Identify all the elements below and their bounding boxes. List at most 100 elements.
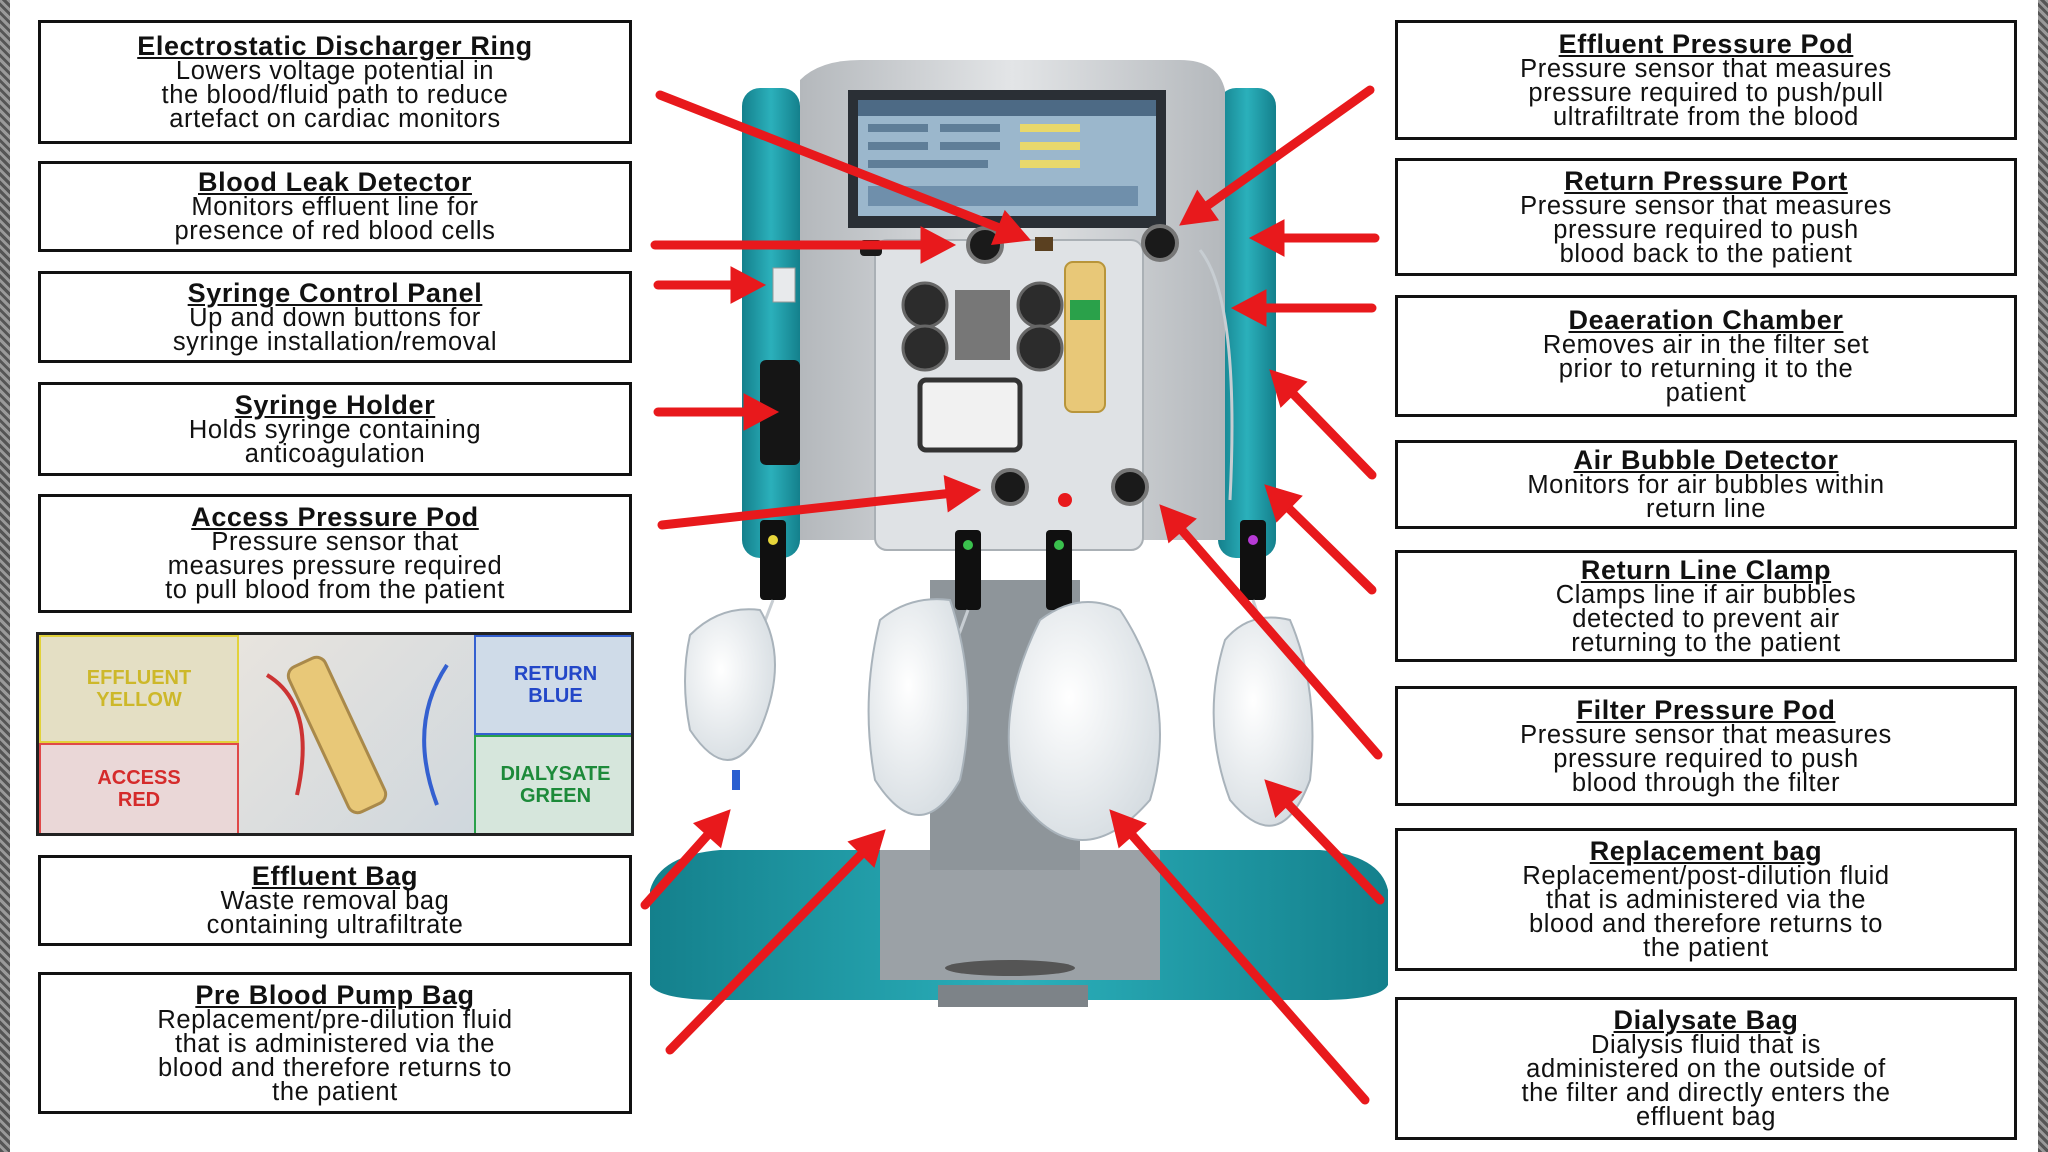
label-title: Syringe Holder — [234, 389, 436, 420]
filter-cartridge — [1064, 261, 1106, 413]
label-description-line: to pull blood from the patient — [165, 576, 505, 604]
right-border-strip — [2038, 0, 2048, 1152]
bag-port-effluent — [732, 770, 740, 790]
label-title: Return Line Clamp — [1580, 554, 1832, 585]
label-description-line: returning to the patient — [1571, 628, 1841, 657]
arrow-shaft — [665, 849, 866, 1055]
label-description-line: Pressure sensor that measures — [1520, 191, 1892, 220]
label-description-line: that is administered via the — [174, 1029, 496, 1058]
label-description-line: blood through the filter — [1571, 768, 1841, 797]
label-description-line: pressure required to push/pull — [1528, 78, 1884, 107]
label-description-line: that is administered via the — [1545, 886, 1867, 914]
label-description-line: measures pressure required — [167, 552, 503, 580]
arrow-head — [920, 226, 957, 264]
label-description-line: Monitors effluent line for — [191, 193, 479, 221]
label-description-line: the patient — [1643, 934, 1769, 962]
arrow-shaft — [1289, 389, 1377, 480]
label-description-line: pressure required to push — [1553, 215, 1859, 244]
label-description-line: Replacement/post-dilution fluid — [1522, 862, 1890, 890]
arrow-head — [943, 475, 982, 513]
arrow-head — [1159, 504, 1197, 544]
arrow-head — [1109, 809, 1147, 849]
arrow-head — [1179, 189, 1220, 226]
label-description-line: Waste removal bag — [220, 887, 450, 915]
arrow-head — [1230, 289, 1267, 327]
left-border-strip — [0, 0, 10, 1152]
label-description-line: Pressure sensor that — [211, 528, 459, 556]
machine-base — [650, 850, 1388, 1007]
label-description-line: the patient — [272, 1077, 398, 1106]
pressure-pods — [966, 224, 1179, 506]
arrow-head — [1269, 369, 1308, 408]
clamp-leds — [768, 535, 1258, 550]
label-title: Filter Pressure Pod — [1576, 694, 1836, 725]
arrow-shaft — [1127, 831, 1370, 1105]
arrow-head — [692, 809, 731, 849]
pointer-arrows — [640, 85, 1385, 1105]
arrow-head — [1248, 219, 1285, 257]
arrow-shaft — [1284, 800, 1385, 905]
label-description-line: Holds syringe containing — [188, 415, 482, 444]
arrow-head — [847, 829, 886, 868]
arrow-shaft — [1203, 85, 1375, 210]
fluid-bags — [684, 598, 1314, 841]
label-title: Effluent Pressure Pod — [1558, 28, 1854, 59]
arrow-head — [730, 266, 767, 304]
label-description-line: Removes air in the filter set — [1542, 330, 1870, 359]
label-description-line: effluent bag — [1635, 1103, 1777, 1131]
label-description-line: Pressure sensor that measures — [1520, 54, 1892, 83]
arrow-head — [743, 393, 780, 431]
arrow-shaft — [1177, 526, 1383, 760]
label-description-line: blood and therefore returns to — [158, 1053, 512, 1082]
label-description-line: prior to returning it to the — [1558, 354, 1854, 383]
label-description-line: Up and down buttons for — [189, 303, 481, 332]
touch-screen — [848, 90, 1166, 228]
label-title: Electrostatic Discharger Ring — [137, 30, 533, 61]
label-description-line: Lowers voltage potential in — [175, 56, 495, 85]
label-description-line: the blood/fluid path to reduce — [161, 80, 509, 109]
label-description-line: administered on the outside of — [1526, 1055, 1886, 1083]
label-description-line: Replacement/pre-dilution fluid — [157, 1005, 513, 1034]
label-description-line: Pressure sensor that measures — [1520, 720, 1892, 749]
blood-pump — [917, 377, 1023, 453]
access-line-marker — [1058, 493, 1072, 507]
label-description-line: Clamps line if air bubbles — [1555, 580, 1857, 609]
syringe-control-panel — [772, 267, 796, 303]
line-clamps — [760, 520, 1266, 610]
arrow-shaft — [655, 90, 1003, 233]
label-description-line: presence of red blood cells — [174, 217, 496, 245]
arrow-shaft — [640, 830, 712, 910]
label-description-line: containing ultrafiltrate — [206, 911, 464, 939]
left-side-panel — [742, 88, 800, 558]
label-description-line: artefact on cardiac monitors — [169, 104, 501, 133]
label-title: Pre Blood Pump Bag — [195, 979, 475, 1010]
label-title: Access Pressure Pod — [191, 502, 479, 532]
arrow-head — [991, 209, 1031, 245]
label-description-line: ultrafiltrate from the blood — [1553, 102, 1859, 131]
label-title: Return Pressure Port — [1564, 165, 1848, 196]
label-description-line: detected to prevent air — [1572, 604, 1840, 633]
pump-housing — [955, 290, 1010, 360]
arrow-shaft — [657, 489, 951, 530]
pump-rollers — [901, 281, 1064, 372]
label-title: Effluent Bag — [251, 861, 419, 891]
arrow-head — [1264, 484, 1303, 523]
blood-leak-sensor — [1035, 237, 1053, 251]
label-title: Replacement bag — [1589, 836, 1823, 866]
label-description-line: anticoagulation — [244, 439, 426, 468]
label-description-line: patient — [1665, 378, 1747, 407]
